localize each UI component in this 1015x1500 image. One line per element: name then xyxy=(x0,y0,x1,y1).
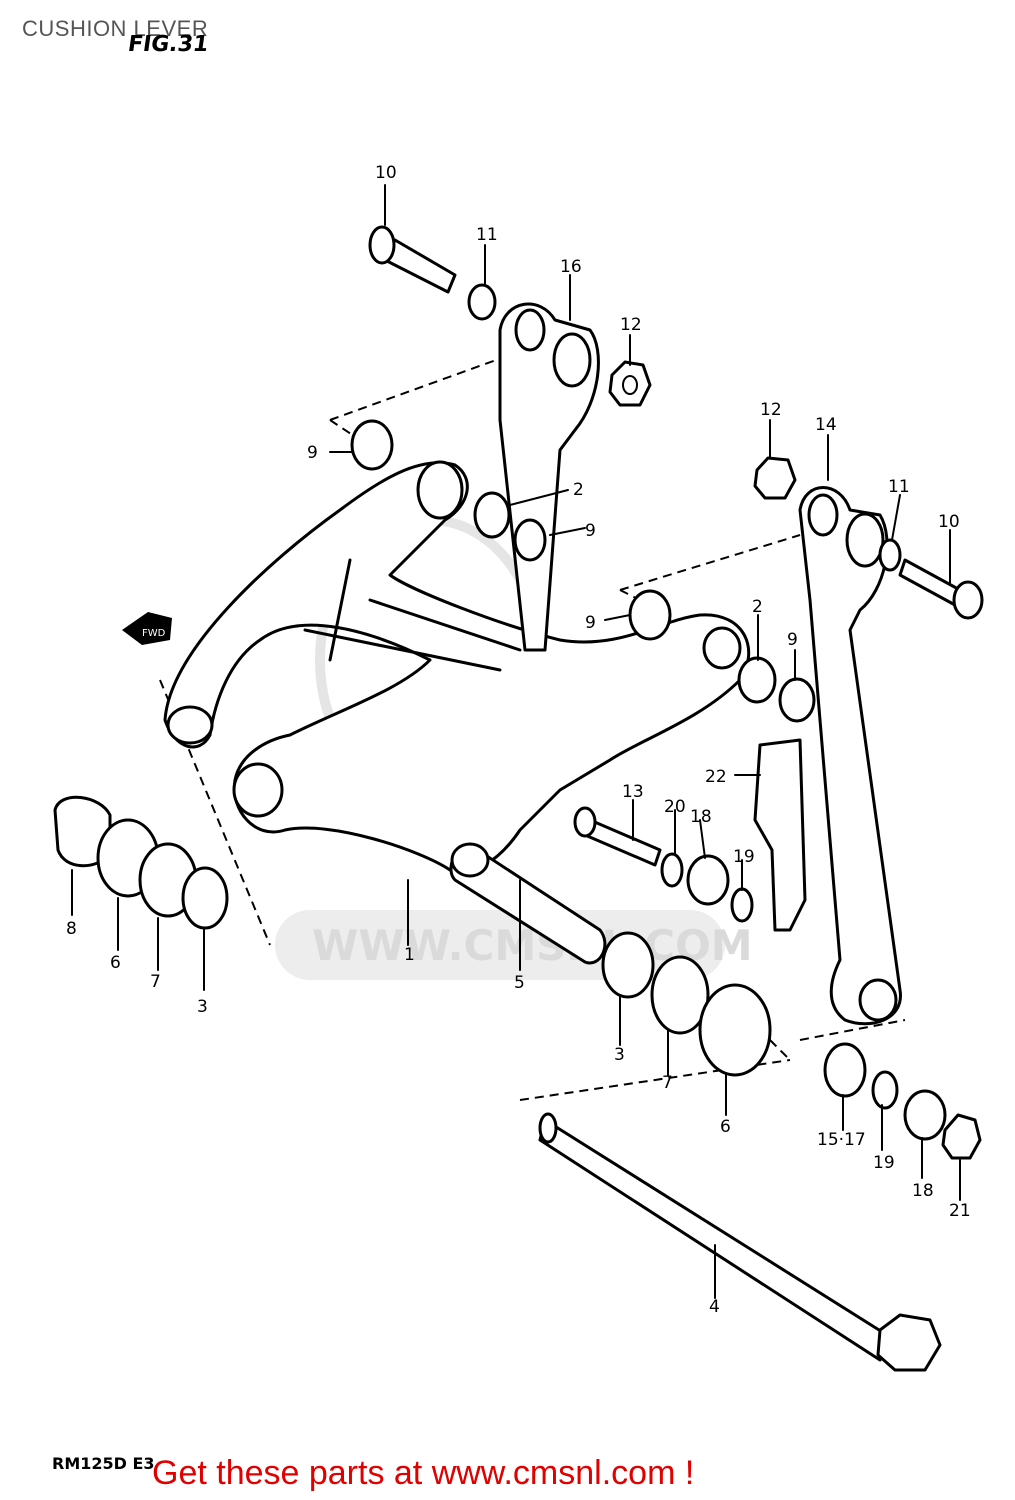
right-bearing-stack xyxy=(601,931,772,1077)
callout-label: 7 xyxy=(150,972,161,992)
callout-label: 16 xyxy=(560,257,582,277)
lower-right-stack xyxy=(823,1042,982,1160)
leader-lines xyxy=(71,184,961,1299)
callout-label: 3 xyxy=(614,1045,625,1065)
bolt-upper-right xyxy=(898,558,984,620)
chain-guide-plate xyxy=(753,738,807,932)
front-direction-arrow: FWD xyxy=(122,612,172,645)
callout-label: 22 xyxy=(705,767,727,787)
dust-seal-mid xyxy=(628,589,672,641)
left-bearing-stack xyxy=(53,795,229,930)
bearing-right xyxy=(737,656,777,704)
model-label: RM125D E3 xyxy=(52,1454,155,1473)
callout-label: 9 xyxy=(585,613,596,633)
callout-label: 5 xyxy=(514,973,525,993)
callout-label: 4 xyxy=(709,1297,720,1317)
callout-label: 9 xyxy=(585,521,596,541)
cushion-lever-body xyxy=(163,460,751,875)
nut-upper xyxy=(608,360,652,407)
callout-label: 6 xyxy=(110,953,121,973)
bolt-upper-left xyxy=(368,225,457,294)
pivot-bolt-long xyxy=(538,1112,942,1372)
bearing-left xyxy=(473,491,511,539)
callout-label: 2 xyxy=(573,480,584,500)
callout-label: 19 xyxy=(873,1153,895,1173)
dust-seal-left xyxy=(513,518,547,562)
dust-seal-right xyxy=(778,677,816,723)
callout-label: 18 xyxy=(912,1181,934,1201)
svg-text:FWD: FWD xyxy=(142,628,166,639)
callout-label: 10 xyxy=(938,512,960,532)
callout-label: 7 xyxy=(662,1073,673,1093)
spacer-shaft xyxy=(449,842,607,965)
callout-label: 2 xyxy=(752,597,763,617)
callout-label: 11 xyxy=(476,225,498,245)
washer-right xyxy=(878,538,902,572)
callout-label: 12 xyxy=(620,315,642,335)
callout-label: 6 xyxy=(720,1117,731,1137)
washer-upper-left xyxy=(467,283,497,321)
nut-right xyxy=(753,456,797,500)
callout-label: 15·17 xyxy=(817,1130,866,1150)
callout-label: 14 xyxy=(815,415,837,435)
page-title: CUSHION LEVER xyxy=(22,16,209,41)
callout-label: 10 xyxy=(375,163,397,183)
washer-20 xyxy=(660,852,684,888)
callout-labels: 10 11 16 12 9 2 9 12 14 11 10 9 2 9 22 1… xyxy=(66,163,971,1317)
callout-label: 3 xyxy=(197,997,208,1017)
callout-label: 21 xyxy=(949,1201,971,1221)
cmsnl-parts-link[interactable]: Get these parts at www.cmsnl.com ! xyxy=(152,1454,695,1492)
dust-seal-upper-left xyxy=(350,419,394,471)
callout-label: 18 xyxy=(690,807,712,827)
bolt-13 xyxy=(573,806,662,867)
callout-label: 13 xyxy=(622,782,644,802)
callout-label: 19 xyxy=(733,847,755,867)
callout-label: 1 xyxy=(404,945,415,965)
callout-label: 8 xyxy=(66,919,77,939)
callout-label: 11 xyxy=(888,477,910,497)
callout-label: 20 xyxy=(664,797,686,817)
callout-label: 12 xyxy=(760,400,782,420)
cushion-rod-right xyxy=(798,486,902,1026)
cushion-rod-left xyxy=(498,302,600,652)
callout-label: 9 xyxy=(787,630,798,650)
o-ring-19-mid xyxy=(730,887,754,923)
spacer-18-mid xyxy=(686,854,730,906)
callout-label: 9 xyxy=(307,443,318,463)
